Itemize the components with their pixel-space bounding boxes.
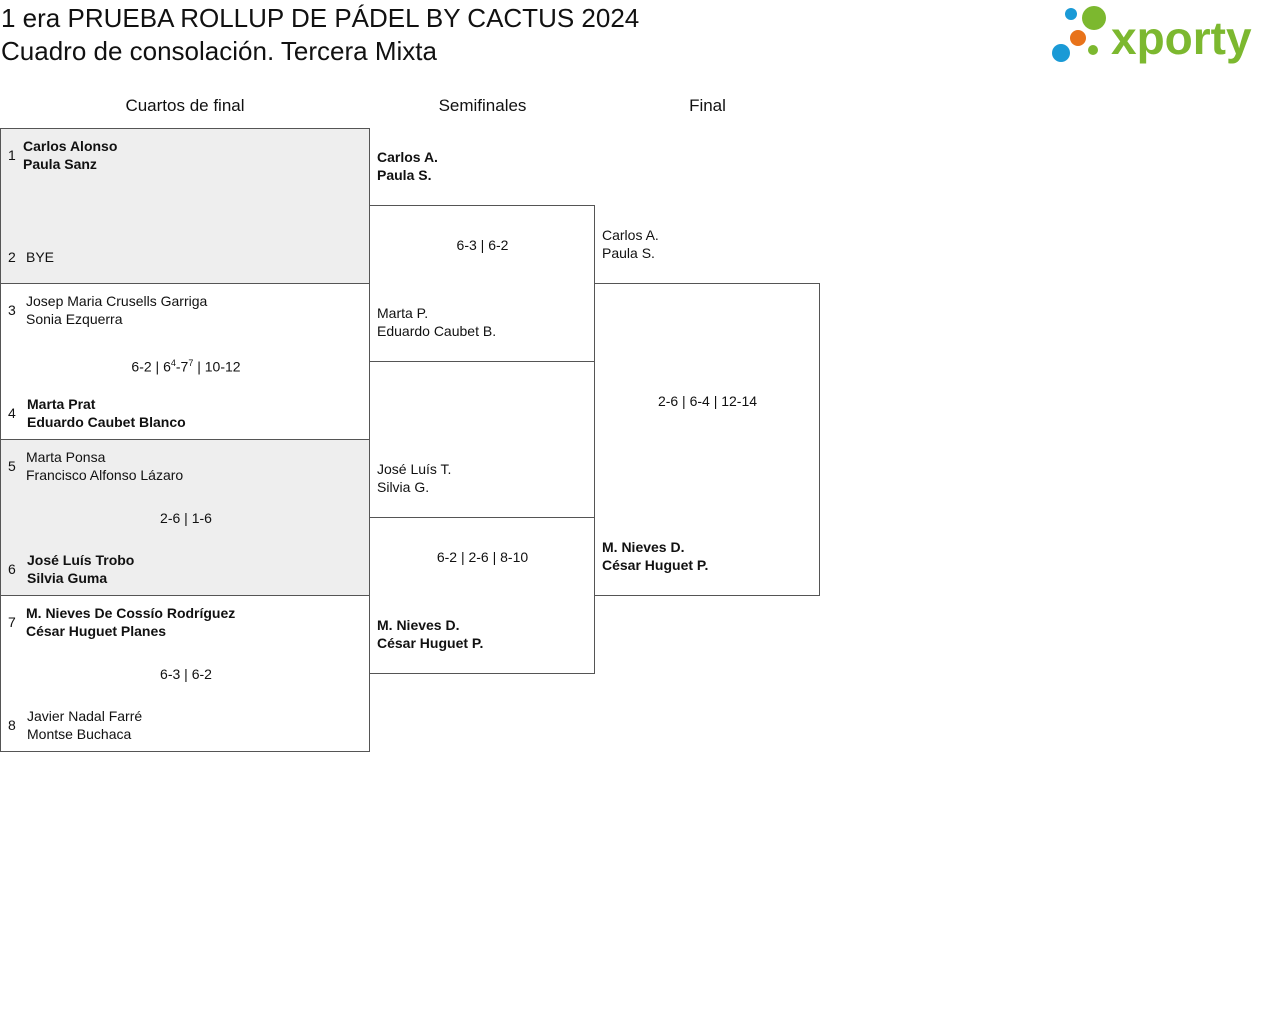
player-name: Eduardo Caubet Blanco bbox=[27, 414, 186, 430]
semifinal-match-2[interactable]: 6-2 | 2-6 | 8-10 M. Nieves D. César Hugu… bbox=[369, 517, 595, 674]
round-header-quarterfinals: Cuartos de final bbox=[125, 96, 245, 115]
xporty-logo-icon: xporty bbox=[1052, 6, 1252, 64]
player-name: Marta P. bbox=[377, 305, 429, 321]
seed-number: 1 bbox=[8, 147, 16, 163]
player-name: M. Nieves D. bbox=[377, 617, 460, 633]
semifinal-2-team-top[interactable]: José Luís T. Silvia G. bbox=[377, 460, 451, 496]
seed-number: 7 bbox=[8, 614, 16, 630]
team-slot-bottom[interactable]: Marta Prat Eduardo Caubet Blanco bbox=[27, 395, 186, 431]
match-score: 2-6 | 6-4 | 12-14 bbox=[657, 393, 758, 409]
player-name: Silvia Guma bbox=[27, 570, 108, 586]
semifinal-1-team-bottom[interactable]: Marta P. Eduardo Caubet B. bbox=[377, 304, 496, 340]
quarterfinal-match-1[interactable]: 1 Carlos Alonso Paula Sanz 2 BYE bbox=[0, 128, 370, 284]
page-subtitle: Cuadro de consolación. Tercera Mixta bbox=[1, 36, 437, 66]
round-header-semifinals: Semifinales bbox=[438, 96, 527, 115]
player-name: M. Nieves De Cossío Rodríguez bbox=[26, 605, 236, 621]
player-name: Paula Sanz bbox=[23, 156, 97, 172]
team-slot-top[interactable]: Carlos Alonso Paula Sanz bbox=[23, 137, 117, 173]
player-name: Carlos Alonso bbox=[23, 138, 118, 154]
player-name: Francisco Alfonso Lázaro bbox=[26, 467, 184, 483]
xporty-logo[interactable]: xporty bbox=[1049, 4, 1274, 66]
match-score: 6-2 | 64-77 | 10-12 bbox=[131, 358, 241, 375]
seed-number: 5 bbox=[8, 458, 16, 474]
player-name: Silvia G. bbox=[377, 479, 430, 495]
team-slot-top[interactable]: Marta Ponsa Francisco Alfonso Lázaro bbox=[26, 448, 183, 484]
player-name: José Luís T. bbox=[377, 461, 452, 477]
player-name: Carlos A. bbox=[377, 149, 438, 165]
logo-wordmark: xporty bbox=[1111, 12, 1252, 64]
team-slot-top[interactable]: M. Nieves De Cossío Rodríguez César Hugu… bbox=[26, 604, 235, 640]
match-score: 6-2 | 2-6 | 8-10 bbox=[436, 549, 529, 565]
seed-number: 4 bbox=[8, 405, 16, 421]
player-name: Eduardo Caubet B. bbox=[377, 323, 497, 339]
semifinal-2-team-bottom[interactable]: M. Nieves D. César Huguet P. bbox=[377, 616, 483, 652]
match-score: 6-3 | 6-2 bbox=[456, 237, 509, 253]
round-header-final: Final bbox=[689, 96, 726, 115]
player-name: BYE bbox=[26, 249, 55, 265]
player-name: Sonia Ezquerra bbox=[26, 311, 123, 327]
player-name: Marta Ponsa bbox=[26, 449, 106, 465]
player-name: M. Nieves D. bbox=[602, 539, 685, 555]
player-name: Paula S. bbox=[602, 245, 655, 261]
player-name: Josep Maria Crusells Garriga bbox=[26, 293, 208, 309]
player-name: Javier Nadal Farré bbox=[27, 708, 143, 724]
player-name: José Luís Trobo bbox=[27, 552, 135, 568]
quarterfinal-match-3[interactable]: 5 Marta Ponsa Francisco Alfonso Lázaro 2… bbox=[0, 439, 370, 596]
final-team-bottom[interactable]: M. Nieves D. César Huguet P. bbox=[602, 538, 708, 574]
semifinal-1-team-top[interactable]: Carlos A. Paula S. bbox=[377, 148, 438, 184]
final-match[interactable]: 2-6 | 6-4 | 12-14 M. Nieves D. César Hug… bbox=[594, 283, 820, 596]
page-title: 1 era PRUEBA ROLLUP DE PÁDEL BY CACTUS 2… bbox=[1, 3, 640, 33]
player-name: Paula S. bbox=[377, 167, 432, 183]
semifinal-match-1[interactable]: 6-3 | 6-2 Marta P. Eduardo Caubet B. bbox=[369, 205, 595, 362]
match-score: 6-3 | 6-2 bbox=[160, 666, 212, 682]
quarterfinal-match-4[interactable]: 7 M. Nieves De Cossío Rodríguez César Hu… bbox=[0, 595, 370, 752]
seed-number: 6 bbox=[8, 561, 16, 577]
player-name: César Huguet P. bbox=[377, 635, 484, 651]
seed-number: 2 bbox=[8, 249, 16, 265]
seed-number: 8 bbox=[8, 717, 16, 733]
player-name: Marta Prat bbox=[27, 396, 96, 412]
team-slot-bottom[interactable]: Javier Nadal Farré Montse Buchaca bbox=[27, 707, 142, 743]
match-score: 2-6 | 1-6 bbox=[160, 510, 212, 526]
player-name: César Huguet P. bbox=[602, 557, 709, 573]
seed-number: 3 bbox=[8, 302, 16, 318]
team-slot-bottom[interactable]: José Luís Trobo Silvia Guma bbox=[27, 551, 134, 587]
final-team-top[interactable]: Carlos A. Paula S. bbox=[602, 226, 659, 262]
team-slot-top[interactable]: Josep Maria Crusells Garriga Sonia Ezque… bbox=[26, 292, 207, 328]
quarterfinal-match-2[interactable]: 3 Josep Maria Crusells Garriga Sonia Ezq… bbox=[0, 283, 370, 440]
player-name: César Huguet Planes bbox=[26, 623, 167, 639]
player-name: Carlos A. bbox=[602, 227, 659, 243]
player-name: Montse Buchaca bbox=[27, 726, 132, 742]
team-slot-bottom[interactable]: BYE bbox=[26, 248, 54, 266]
